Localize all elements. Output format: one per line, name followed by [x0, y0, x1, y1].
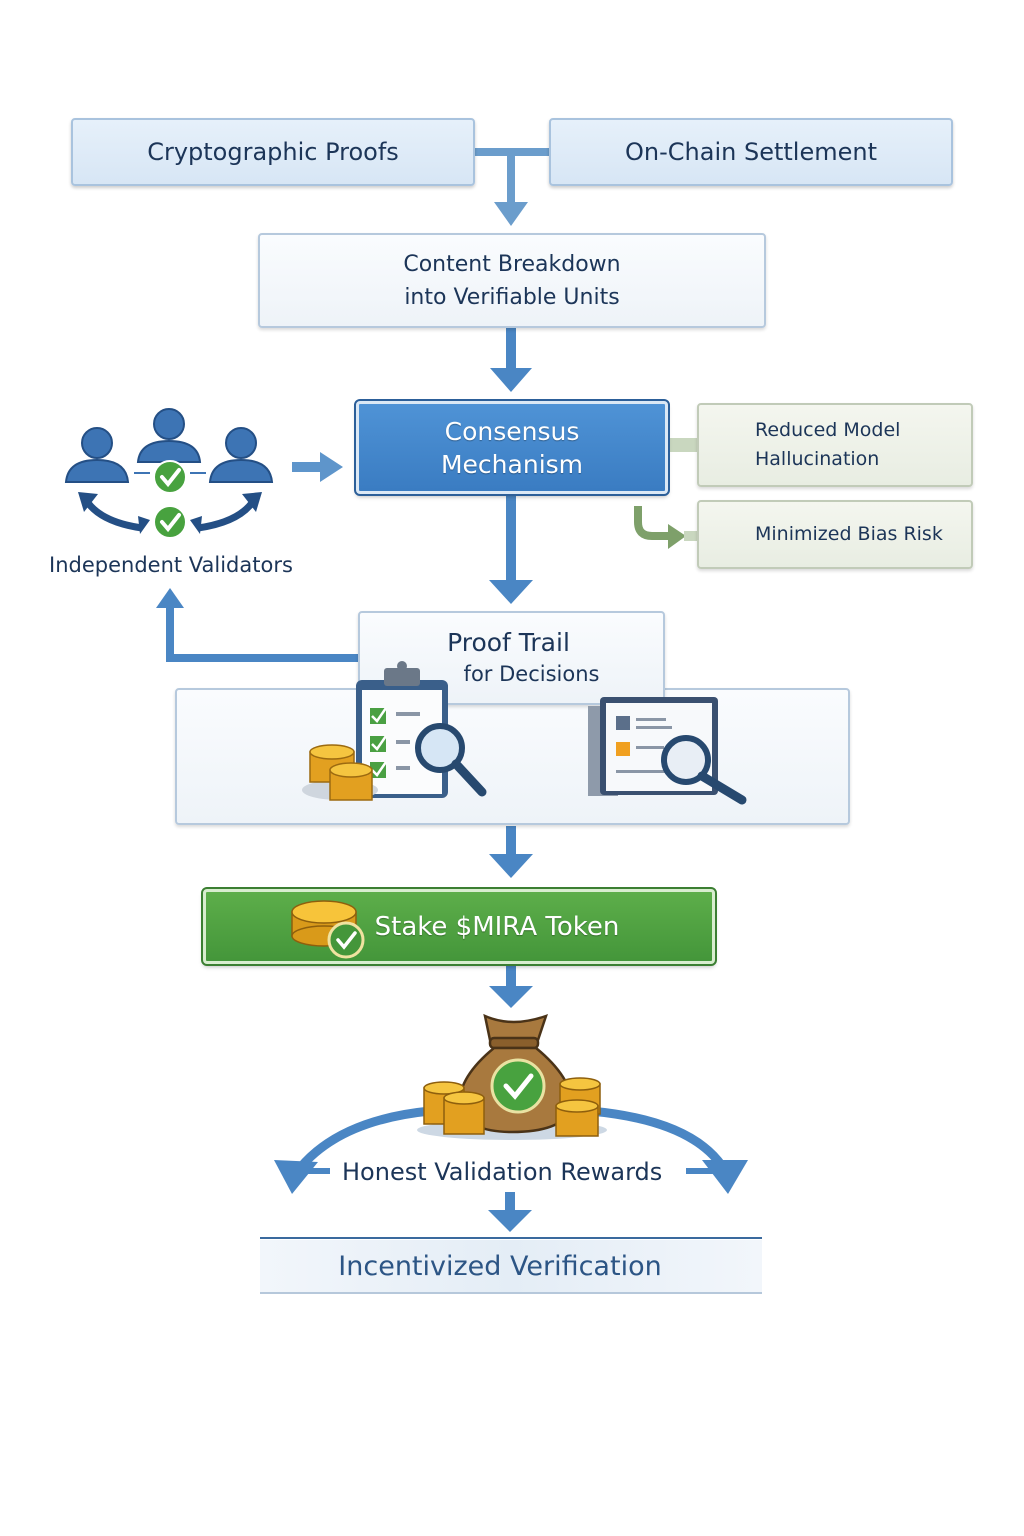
- consensus-line2: Mechanism: [440, 449, 584, 479]
- benefit-minimized-bias: Minimized Bias Risk: [697, 500, 973, 569]
- check-circle-icon: [153, 460, 187, 494]
- cryptographic-proofs-label: Cryptographic Proofs: [147, 138, 399, 166]
- stake-mira-token-button: Stake $MIRA Token: [201, 887, 717, 966]
- person-icon: [64, 427, 130, 483]
- on-chain-settlement-label: On-Chain Settlement: [625, 138, 877, 166]
- benefit-label: Minimized Bias Risk: [755, 523, 943, 545]
- person-icon: [136, 408, 202, 463]
- consensus-mechanism-box: Consensus Mechanism: [354, 399, 670, 496]
- arrow-rewards-to-final: [488, 1192, 532, 1232]
- proof-trail-box: Proof Trail for Decisions: [358, 611, 665, 705]
- incentivized-verification-label: Incentivized Verification: [338, 1250, 662, 1282]
- benefit-reduced-hallucination: Reduced Model Hallucination: [697, 403, 973, 487]
- arrow-consensus-to-proof: [489, 496, 533, 604]
- independent-validators-label: Independent Validators: [49, 553, 293, 577]
- honest-validation-rewards-label: Honest Validation Rewards: [342, 1158, 663, 1186]
- cryptographic-proofs-box: Cryptographic Proofs: [71, 118, 475, 186]
- arrow-proof-to-stake: [489, 826, 533, 878]
- arrow-stake-to-rewards: [489, 966, 533, 1008]
- validators-icon: [64, 408, 274, 539]
- on-chain-settlement-box: On-Chain Settlement: [549, 118, 953, 186]
- benefit-line1: Reduced Model: [755, 419, 901, 441]
- incentivized-verification-banner: Incentivized Verification: [260, 1240, 762, 1292]
- stake-label: Stake $MIRA Token: [374, 911, 620, 942]
- arrow-breakdown-to-consensus: [490, 328, 532, 392]
- top-connector-arrow: [474, 148, 550, 226]
- benefit-line2: Hallucination: [755, 448, 880, 470]
- consensus-line1: Consensus: [444, 416, 580, 446]
- reward-curve-arrows: [274, 1106, 748, 1194]
- proof-trail-subtitle: for Decisions: [463, 662, 600, 686]
- proof-trail-title: Proof Trail: [447, 628, 570, 657]
- person-icon: [208, 427, 274, 483]
- arrow-proof-to-validators: [156, 588, 358, 662]
- check-circle-icon: [153, 505, 187, 539]
- content-breakdown-line2: into Verifiable Units: [404, 284, 620, 310]
- arrow-validators-to-consensus: [292, 452, 343, 482]
- content-breakdown-box: Content Breakdown into Verifiable Units: [258, 233, 766, 328]
- proof-icons-panel: [175, 688, 850, 825]
- content-breakdown-line1: Content Breakdown: [403, 251, 621, 277]
- arrow-consensus-to-benefits: [634, 438, 698, 549]
